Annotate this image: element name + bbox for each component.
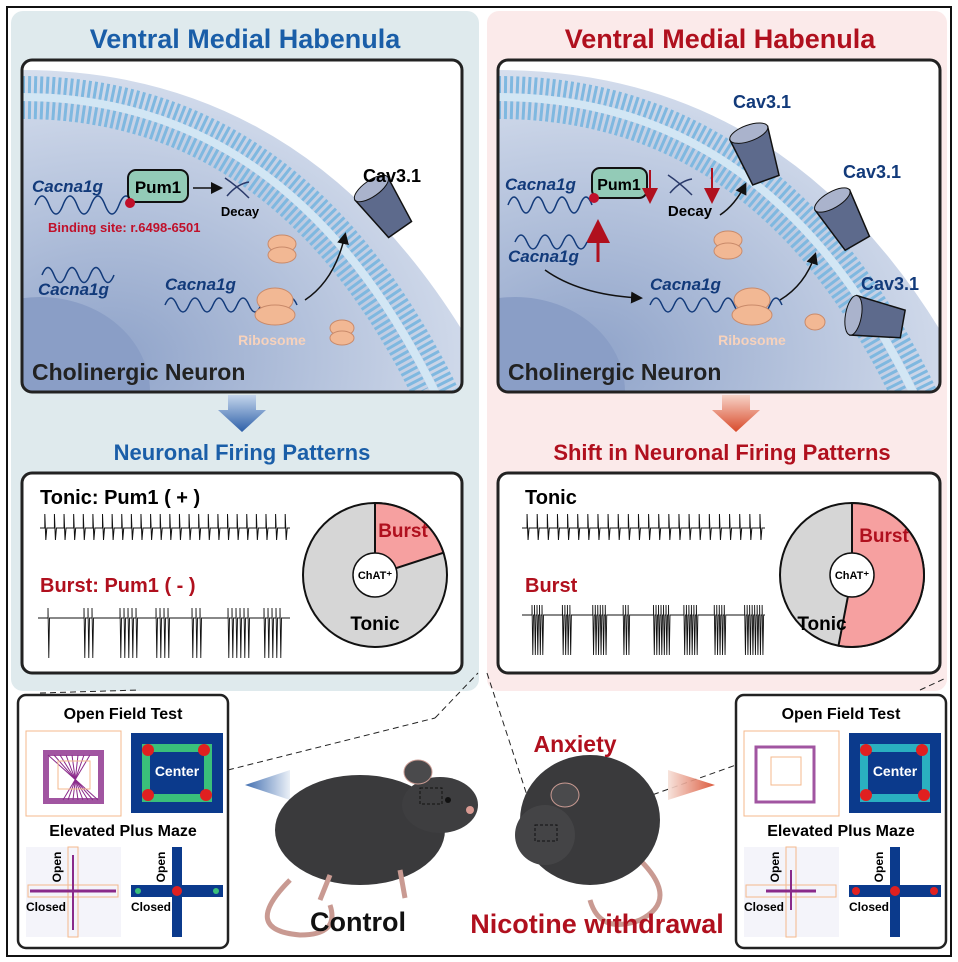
closed-arm-label: Closed — [744, 900, 784, 914]
center-label: Center — [155, 763, 200, 779]
pum1-protein — [591, 167, 648, 199]
open-arm-label: Open — [872, 852, 886, 883]
cav31-channel-icon — [353, 174, 413, 239]
gene-label: Cacna1g — [165, 275, 236, 294]
neuron-label: Cholinergic Neuron — [508, 359, 721, 385]
ribosome-label: Ribosome — [238, 332, 306, 348]
gene-label: Cacna1g — [32, 177, 103, 196]
tonic-label: Tonic: Pum1 ( + ) — [40, 487, 200, 509]
spike-traces — [38, 513, 765, 659]
decay-label: Decay — [668, 203, 713, 220]
open-field-title: Open Field Test — [782, 706, 902, 723]
track-plot — [43, 750, 104, 804]
tonic-label: Tonic — [525, 487, 577, 509]
chat-label: ChAT⁺ — [835, 570, 870, 582]
binding-site-label: Binding site: r.6498-6501 — [48, 220, 200, 235]
cav31-label: Cav3.1 — [861, 274, 919, 294]
tonic-trace — [522, 513, 765, 541]
cav31-label: Cav3.1 — [363, 166, 421, 186]
pum1-label: Pum1 — [135, 178, 181, 197]
cav31-channel-icon — [844, 294, 906, 339]
control-mouse-illustration — [264, 759, 478, 938]
left-cell-box — [20, 58, 464, 394]
withdrawal-mouse-illustration — [515, 755, 663, 927]
burst-label: Burst — [525, 575, 578, 597]
burst-trace — [522, 604, 765, 656]
closed-arm-label: Closed — [26, 900, 66, 914]
burst-slice-label: Burst — [378, 521, 428, 542]
cav31-channel-icon — [813, 187, 871, 252]
ribosome-icon — [254, 234, 355, 346]
tonic-slice-label: Tonic — [797, 614, 847, 635]
down-arrow-icon — [218, 395, 266, 432]
open-field-title: Open Field Test — [64, 706, 184, 723]
burst-label: Burst: Pum1 ( - ) — [40, 575, 196, 597]
open-arm-label: Open — [50, 852, 64, 883]
nicotine-withdrawal-label: Nicotine withdrawal — [470, 909, 724, 939]
control-label: Control — [310, 907, 406, 937]
decay-icon — [224, 177, 250, 199]
ribosome-icon — [713, 230, 826, 331]
right-title: Ventral Medial Habenula — [565, 24, 877, 54]
left-firing-title: Neuronal Firing Patterns — [114, 440, 371, 465]
burst-slice — [837, 501, 925, 648]
cav31-label: Cav3.1 — [843, 162, 901, 182]
open-arm-label: Open — [768, 852, 782, 883]
binding-site-dot — [125, 198, 135, 208]
left-arrow-icon — [245, 770, 290, 800]
burst-trace — [38, 607, 290, 659]
chat-label: ChAT⁺ — [358, 570, 393, 582]
tonic-slice-label: Tonic — [350, 614, 400, 635]
pum1-protein — [127, 169, 189, 203]
nucleus — [22, 297, 150, 392]
cav31-channel-icon — [728, 122, 780, 186]
pum1-label: Pum1 — [597, 177, 641, 194]
tonic-trace — [40, 513, 290, 541]
center-label: Center — [873, 763, 918, 779]
ribosome-label: Ribosome — [718, 332, 786, 348]
plus-maze-title: Elevated Plus Maze — [767, 823, 915, 840]
neuron-label: Cholinergic Neuron — [32, 359, 245, 385]
gene-label: Cacna1g — [508, 247, 579, 266]
right-cell-box — [496, 58, 942, 394]
gene-label: Cacna1g — [38, 280, 109, 299]
down-arrow-icon — [712, 395, 760, 432]
left-title: Ventral Medial Habenula — [90, 24, 402, 54]
right-arrow-icon — [668, 770, 715, 800]
gene-label: Cacna1g — [650, 275, 721, 294]
anxiety-label: Anxiety — [533, 731, 616, 757]
cav31-label: Cav3.1 — [733, 92, 791, 112]
open-arm-label: Open — [154, 852, 168, 883]
track-plot — [754, 745, 816, 804]
right-firing-title: Shift in Neuronal Firing Patterns — [553, 440, 890, 465]
decay-label: Decay — [221, 204, 260, 219]
closed-arm-label: Closed — [131, 900, 171, 914]
mrna-strand — [34, 195, 134, 215]
burst-slice — [374, 501, 445, 577]
closed-arm-label: Closed — [849, 900, 889, 914]
gene-label: Cacna1g — [505, 175, 576, 194]
burst-slice-label: Burst — [859, 526, 909, 547]
plus-maze-title: Elevated Plus Maze — [49, 823, 197, 840]
